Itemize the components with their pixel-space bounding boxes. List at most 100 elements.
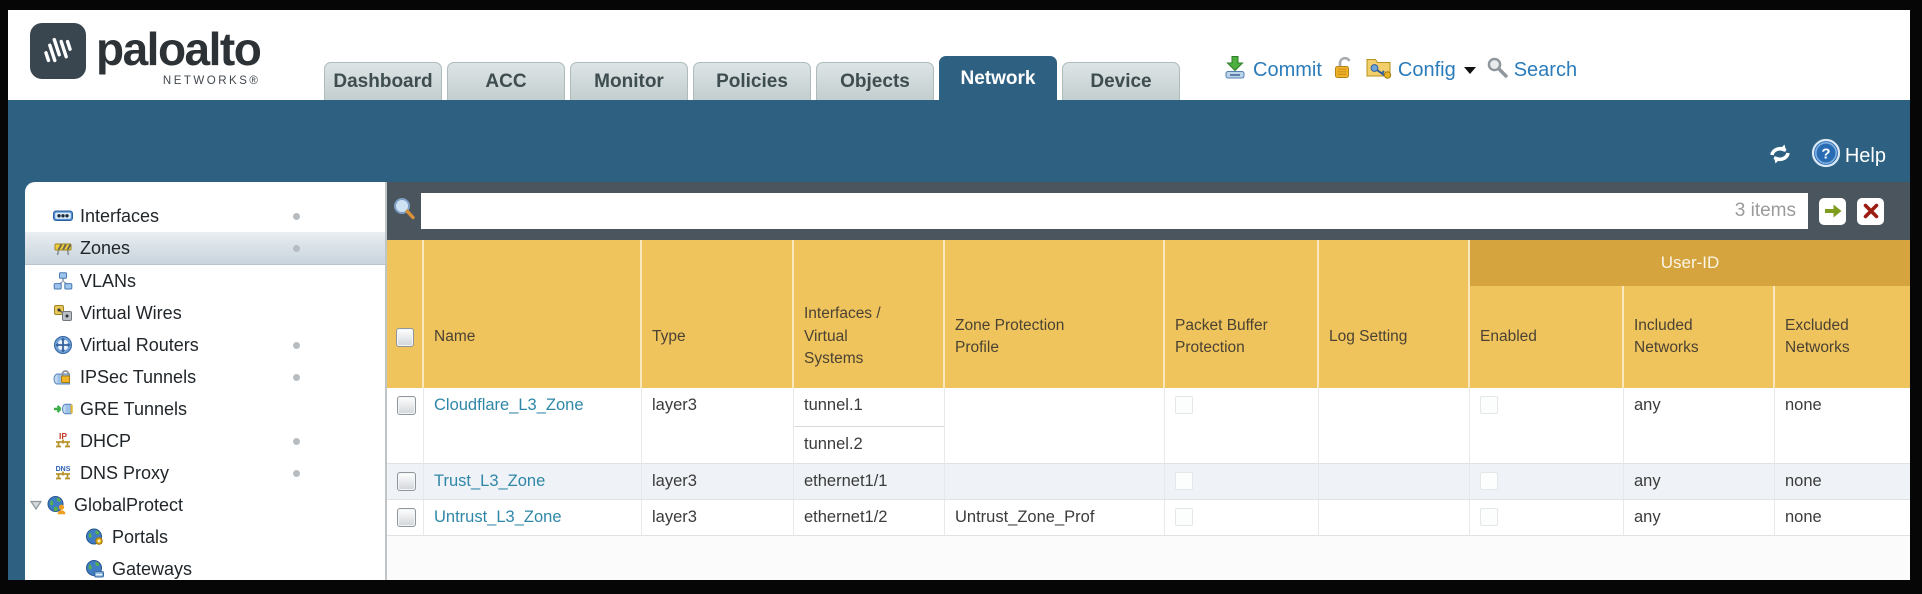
sidebar-item-virtual-wires[interactable]: Virtual Wires xyxy=(25,297,385,329)
tab-objects[interactable]: Objects xyxy=(816,62,934,100)
ipsec-tunnels-icon xyxy=(53,370,70,385)
row-checkbox[interactable] xyxy=(397,472,416,491)
included-networks-cell: any xyxy=(1624,388,1775,464)
commit-button[interactable]: Commit xyxy=(1222,54,1322,86)
zones-table-header: Name Type Interfaces / Virtual Systems Z… xyxy=(387,240,1910,388)
tab-monitor[interactable]: Monitor xyxy=(570,62,688,100)
sidebar-item-label: GlobalProtect xyxy=(74,494,184,515)
column-header-excluded-networks[interactable]: Excluded Networks xyxy=(1785,316,1850,356)
vlans-icon xyxy=(53,272,73,290)
sidebar-item-zones[interactable]: Zones xyxy=(25,232,385,265)
tab-acc[interactable]: ACC xyxy=(447,62,565,100)
gre-tunnels-icon xyxy=(54,403,73,415)
zone-interfaces-cell: ethernet1/2 xyxy=(794,500,945,536)
zone-interfaces-cell: ethernet1/1 xyxy=(794,464,945,500)
sidebar-item-label: VLANs xyxy=(80,270,137,291)
sidebar-item-interfaces[interactable]: Interfaces xyxy=(25,200,385,232)
zone-name-link[interactable]: Cloudflare_L3_Zone xyxy=(434,396,584,414)
help-button[interactable]: ? Help xyxy=(1811,138,1886,174)
svg-text:?: ? xyxy=(1821,146,1830,163)
excluded-networks-cell: none xyxy=(1775,464,1910,500)
packet-buffer-protection-checkbox xyxy=(1175,508,1193,526)
table-row: Untrust_L3_Zone layer3 ethernet1/2 Untru… xyxy=(387,500,1910,536)
app-window: paloalto NETWORKS® Dashboard ACC Monitor… xyxy=(8,10,1910,580)
commit-icon xyxy=(1222,54,1248,86)
tree-expander-icon[interactable] xyxy=(29,498,43,512)
user-id-enabled-checkbox xyxy=(1480,508,1498,526)
tab-network[interactable]: Network xyxy=(939,56,1057,100)
filter-magnifier-icon xyxy=(391,196,417,227)
sidebar-item-label: Interfaces xyxy=(80,205,160,226)
apply-filter-button[interactable] xyxy=(1819,197,1846,225)
column-header-type[interactable]: Type xyxy=(642,240,794,388)
help-icon: ? xyxy=(1811,138,1841,174)
sidebar-item-gre-tunnels[interactable]: GRE Tunnels xyxy=(25,393,385,425)
item-dot xyxy=(293,245,300,252)
log-setting-cell xyxy=(1319,500,1470,536)
interface-entry: ethernet1/2 xyxy=(804,508,888,526)
included-networks-cell: any xyxy=(1624,464,1775,500)
column-header-enabled[interactable]: Enabled xyxy=(1470,240,1624,388)
svg-text:DNS: DNS xyxy=(56,466,71,473)
sidebar-item-portals[interactable]: Portals xyxy=(25,521,385,553)
sidebar-item-globalprotect[interactable]: GlobalProtect xyxy=(25,489,385,521)
tab-policies[interactable]: Policies xyxy=(693,62,811,100)
sidebar-item-label: DHCP xyxy=(80,430,132,451)
sidebar-item-virtual-routers[interactable]: Virtual Routers xyxy=(25,329,385,361)
column-header-packet-buffer-protection[interactable]: Packet Buffer Protection xyxy=(1165,240,1319,388)
refresh-icon[interactable] xyxy=(1765,141,1795,172)
sidebar-item-vlans[interactable]: VLANs xyxy=(25,265,385,297)
paloalto-logo: paloalto NETWORKS® xyxy=(30,23,262,87)
zone-protection-profile-cell: Untrust_Zone_Prof xyxy=(945,500,1165,536)
column-header-interfaces[interactable]: Interfaces / Virtual Systems xyxy=(794,240,945,388)
user-id-enabled-checkbox xyxy=(1480,472,1498,490)
column-header-log-setting[interactable]: Log Setting xyxy=(1319,240,1470,388)
interface-entry: tunnel.2 xyxy=(794,426,944,463)
select-all-checkbox[interactable] xyxy=(396,327,414,347)
clear-filter-button[interactable] xyxy=(1857,197,1884,225)
top-actions: Commit Config xyxy=(1222,54,1577,86)
dhcp-icon: IP xyxy=(56,431,70,448)
interface-entry: tunnel.1 xyxy=(804,396,863,414)
config-icon xyxy=(1365,54,1393,86)
interfaces-icon xyxy=(53,210,73,221)
brand-sub-wordmark: NETWORKS® xyxy=(162,75,261,87)
tab-dashboard[interactable]: Dashboard xyxy=(324,62,442,100)
item-dot xyxy=(293,470,300,477)
portals-icon xyxy=(86,528,103,545)
sidebar-item-label: Gateways xyxy=(112,558,193,579)
zone-name-link[interactable]: Trust_L3_Zone xyxy=(434,472,546,490)
paloalto-logo-icon xyxy=(30,23,86,79)
zone-type-cell: layer3 xyxy=(642,388,794,464)
sidebar-item-dhcp[interactable]: IP DHCP xyxy=(25,425,385,457)
search-button[interactable]: Search xyxy=(1485,55,1577,85)
table-row: Trust_L3_Zone layer3 ethernet1/1 any non… xyxy=(387,464,1910,500)
network-sidebar: Interfaces Zones VLANs Virtual Wires Vir… xyxy=(25,182,387,580)
zone-name-link[interactable]: Untrust_L3_Zone xyxy=(434,508,562,526)
apply-filter-icon xyxy=(1824,204,1841,218)
item-dot xyxy=(293,213,300,220)
row-checkbox[interactable] xyxy=(397,508,416,527)
search-label: Search xyxy=(1513,58,1578,81)
filter-input[interactable] xyxy=(421,193,1808,229)
column-header-name[interactable]: Name xyxy=(424,240,642,388)
sidebar-item-ipsec-tunnels[interactable]: IPSec Tunnels xyxy=(25,361,385,393)
sidebar-item-label: Portals xyxy=(112,526,169,547)
lock-icon[interactable] xyxy=(1331,55,1356,86)
row-checkbox[interactable] xyxy=(397,396,416,415)
column-header-zone-protection-profile[interactable]: Zone Protection Profile xyxy=(945,240,1165,388)
interface-entry: ethernet1/1 xyxy=(804,472,888,490)
zones-icon xyxy=(54,243,72,256)
column-header-included-networks[interactable]: Included Networks xyxy=(1624,240,1775,388)
config-label: Config xyxy=(1397,58,1456,81)
config-menu-button[interactable]: Config xyxy=(1365,54,1476,86)
tab-device[interactable]: Device xyxy=(1062,62,1180,100)
filter-bar: 3 items xyxy=(387,182,1910,240)
svg-text:IP: IP xyxy=(59,431,67,441)
items-count: 3 items xyxy=(1734,200,1796,221)
sidebar-item-gateways[interactable]: Gateways xyxy=(25,553,385,580)
sidebar-item-label: GRE Tunnels xyxy=(80,398,188,419)
included-networks-cell: any xyxy=(1624,500,1775,536)
sidebar-item-dns-proxy[interactable]: DNS DNS Proxy xyxy=(25,457,385,489)
zone-protection-profile-cell xyxy=(945,464,1165,500)
